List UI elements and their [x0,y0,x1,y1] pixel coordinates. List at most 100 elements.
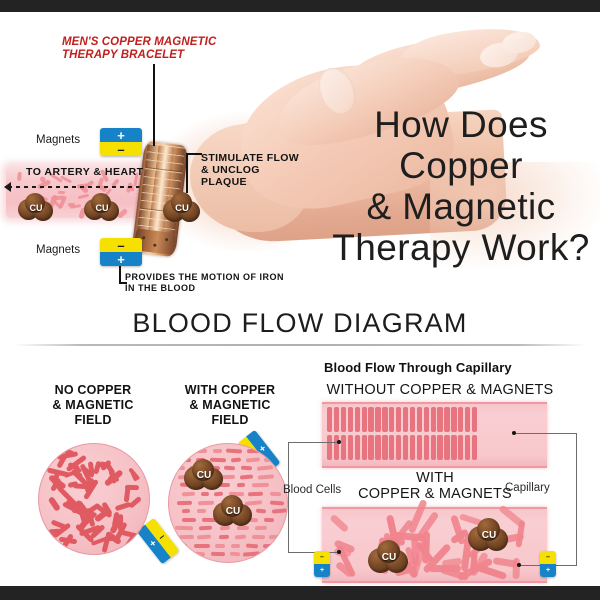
blood-cell [430,435,436,460]
stimulate-flow-line2: & UNCLOG [201,164,260,176]
hand-illustration [150,12,600,272]
blood-cell [270,448,286,454]
blood-cell [416,407,423,432]
blood-cell [230,543,240,549]
blood-cell [223,465,235,471]
blood-cell [389,407,395,432]
copper-particle-wrist: CU [163,192,201,224]
blood-cell [382,435,388,460]
blood-cell [458,435,464,460]
magnet-pole-negative: – [540,551,556,564]
blood-cell [254,526,267,532]
blood-cell [181,517,196,523]
blood-cell [333,407,340,432]
blood-cell [175,543,188,549]
blood-cell [182,491,196,497]
magnet-pole-positive: + [314,564,330,577]
blood-cell [409,435,416,460]
blood-cell [176,552,189,557]
motion-leader-horizontal [119,282,127,284]
capillary-without-copper [322,402,547,468]
blood-cell [340,435,347,460]
blood-cell [195,551,206,558]
headline-line1: How Does [374,104,548,145]
magnet-badge-bottom: – + [100,238,142,266]
blood-cell [251,534,265,540]
blood-cell [178,534,194,540]
blood-cell [174,526,193,532]
blood-cell [258,474,275,480]
blood-cell [465,435,471,460]
blood-cell [471,407,478,432]
blood-cell [430,407,436,432]
with-copper-label: WITH COPPER & MAGNETS [320,470,550,502]
page-headline: How Does Copper & Magnetic Therapy Work? [330,104,592,268]
blood-cell [327,435,333,460]
blood-cell [201,491,210,497]
motion-leader-vertical [119,266,121,284]
blood-cell [57,190,65,195]
blood-cell [389,435,395,460]
magnet-pole-positive: + [100,252,142,266]
blood-cell [444,435,450,460]
headline-line3: & Magnetic [366,186,556,227]
capillary-dot-bottom [517,563,521,567]
blood-cell [197,500,215,506]
with-copper-caption: WITH COPPER & MAGNETIC FIELD [150,383,310,428]
copper-particle-label: CU [225,506,241,517]
copper-particle-capillary-2: CU [468,518,510,552]
copper-particle-artery-left: CU [18,193,54,223]
blood-cell [270,491,282,497]
callout-leader-line [153,64,155,146]
no-copper-caption-line1: NO COPPER [54,383,132,397]
blood-cell [245,457,260,463]
blood-cell [251,483,270,489]
product-callout-line1: MEN'S COPPER MAGNETIC [62,36,217,48]
motion-of-iron-line2: IN THE BLOOD [125,283,196,293]
copper-particle-label: CU [175,202,189,214]
blood-cell [212,448,222,454]
blood-cell [194,543,211,549]
flow-arrow-icon [4,182,11,192]
motion-of-iron-callout: PROVIDES THE MOTION OF IRON IN THE BLOOD [125,272,355,294]
copper-particle-capillary-1: CU [368,540,410,574]
headline-line2: Copper [399,145,523,186]
blood-cell [234,534,247,540]
motion-of-iron-line1: PROVIDES THE MOTION OF IRON [125,272,285,282]
copper-particle-label: CU [381,551,397,563]
copper-particle-circle-1: CU [184,459,224,492]
stimulate-leader-vertical [186,153,188,193]
letterbox-top [0,0,600,12]
copper-particle-label: CU [196,470,212,481]
blood-cell [215,543,225,549]
blood-cell [437,407,443,432]
artery-label: TO ARTERY & HEART [26,166,144,178]
bloodcells-connector-top [288,442,340,443]
blood-cell [240,474,254,480]
arm-shadow-right [430,162,600,272]
blood-cell [225,448,243,454]
blood-cell [245,543,259,549]
with-copper-caption-line1: WITH COPPER [184,383,276,397]
with-copper-caption-line2: & MAGNETIC [189,398,271,412]
magnet-badge-capillary-right: – + [540,551,556,577]
blood-cell [340,407,347,432]
blood-cell [465,407,471,432]
blood-cell [437,435,443,460]
blood-cell [240,465,253,471]
blood-cell [333,435,340,460]
with-copper-caption-line3: FIELD [211,413,249,427]
capillary-connector-vertical [576,433,577,565]
bloodcells-dot-bottom [337,550,341,554]
blood-cell [229,551,240,557]
blood-cell [64,448,75,457]
magnet-badge-top: + – [100,128,142,156]
section-divider [14,344,586,346]
blood-cell [368,435,374,460]
copper-particle-label: CU [481,529,497,541]
blood-cell [176,500,192,506]
blood-cell [451,435,457,460]
blood-cells-label: Blood Cells [283,484,342,496]
blood-cell [194,448,207,454]
